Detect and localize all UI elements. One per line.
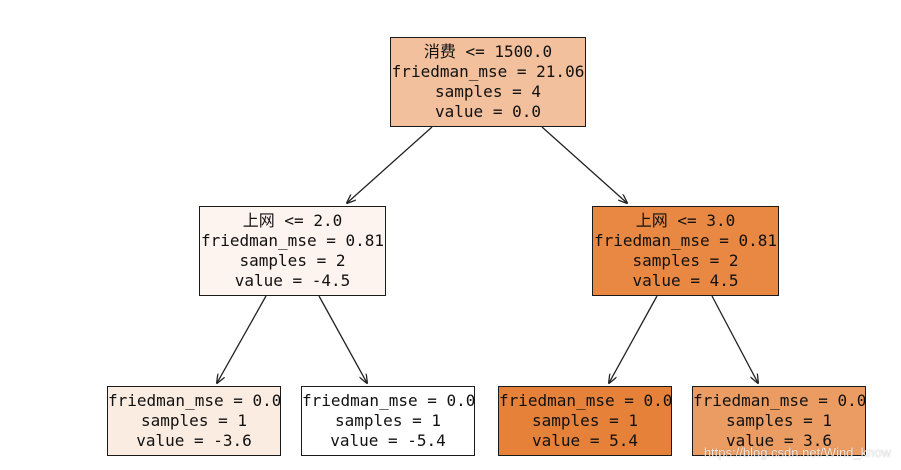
edge-right-to-rr [711,295,758,383]
node-line: samples = 1 [532,411,638,430]
node-line: samples = 4 [435,82,541,101]
node-line: friedman_mse = 0.81 [200,231,385,250]
node-line: friedman_mse = 0.81 [593,231,778,250]
edge-root-to-left [347,126,433,203]
node-line: friedman_mse = 0.0 [302,391,476,410]
node-line: samples = 2 [239,251,346,270]
edge-root-to-right [541,126,627,203]
node-line: value = -5.4 [330,431,446,450]
node-line: samples = 1 [141,411,247,430]
edge-right-to-rl [609,295,658,383]
node-line: friedman_mse = 0.0 [499,391,673,410]
node-line: value = 5.4 [532,431,638,450]
node-line: value = 4.5 [632,271,739,290]
node-line: 消费 <= 1500.0 [423,42,553,61]
node-line: value = -4.5 [234,271,351,290]
node-line: 上网 <= 2.0 [242,211,343,230]
edge-left-to-lr [318,295,367,383]
node-line: friedman_mse = 0.0 [693,391,867,410]
node-line: value = 0.0 [435,102,541,121]
node-line: value = 3.6 [726,431,832,450]
node-line: samples = 1 [726,411,832,430]
edge-left-to-ll [217,295,267,383]
node-line: friedman_mse = 0.0 [108,391,282,410]
node-line: 上网 <= 3.0 [635,211,736,230]
watermark-text: https://blog.csdn.net/Wind_know [703,445,891,460]
node-line: samples = 2 [632,251,739,270]
node-line: samples = 1 [335,411,441,430]
node-line: value = -3.6 [136,431,252,450]
node-line: friedman_mse = 21.06 [391,62,585,81]
